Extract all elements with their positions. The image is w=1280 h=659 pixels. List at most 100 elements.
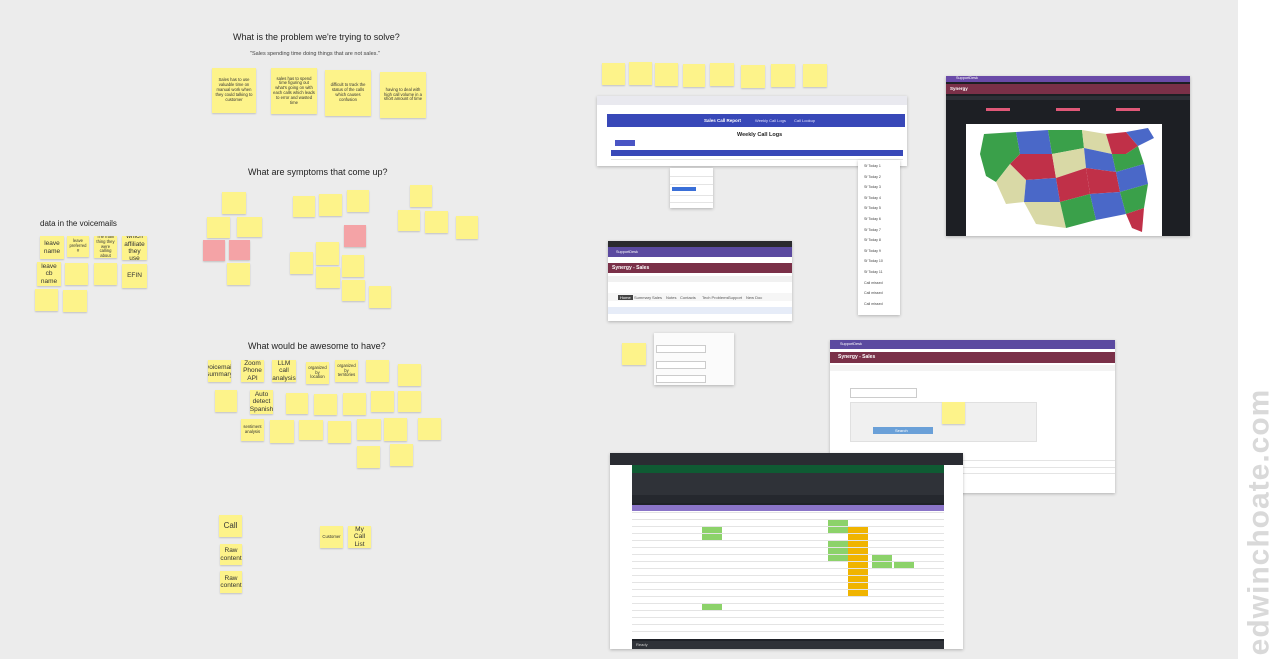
sticky-note[interactable]: [65, 263, 88, 285]
sticky-note[interactable]: [398, 210, 420, 231]
sticky-note[interactable]: leave preferred #: [67, 236, 89, 257]
sheet-highlight-cell[interactable]: [848, 590, 868, 596]
tab[interactable]: Notes: [666, 295, 677, 300]
sticky-note[interactable]: [425, 211, 448, 233]
sticky-note[interactable]: [94, 263, 117, 285]
sheet-highlight-cell[interactable]: [848, 562, 868, 568]
sticky-note[interactable]: [710, 63, 734, 86]
sheet-highlight-cell[interactable]: [848, 569, 868, 575]
sticky-note[interactable]: Raw content: [220, 571, 242, 593]
sticky-note[interactable]: LLM call analysis: [272, 360, 296, 382]
search-button[interactable]: Search: [873, 427, 933, 434]
sheet-highlight-cell[interactable]: [828, 520, 848, 526]
sticky-note[interactable]: [371, 391, 394, 412]
sticky-note[interactable]: [741, 65, 765, 88]
form-field[interactable]: [656, 375, 706, 383]
list-item[interactable]: Sf Today 7: [864, 227, 881, 232]
sticky-note[interactable]: [602, 63, 625, 85]
sticky-note[interactable]: [418, 418, 441, 440]
sticky-note[interactable]: [366, 360, 389, 382]
list-item[interactable]: Call missed: [864, 280, 883, 285]
tab[interactable]: Tech Problems: [702, 295, 729, 300]
form-field[interactable]: [656, 361, 706, 369]
sheet-highlight-cell[interactable]: [848, 548, 868, 554]
sticky-note[interactable]: sales has to spend time figuring out wha…: [271, 68, 317, 114]
list-item[interactable]: Sf Today 4: [864, 195, 881, 200]
sheet-highlight-cell[interactable]: [848, 583, 868, 589]
sticky-note[interactable]: [342, 280, 365, 301]
sticky-note[interactable]: [398, 364, 421, 386]
sticky-note[interactable]: [215, 390, 237, 412]
sticky-note[interactable]: [316, 267, 340, 288]
sticky-note-pink[interactable]: [203, 240, 225, 261]
sheet-highlight-cell[interactable]: [848, 534, 868, 540]
sheet-highlight-cell[interactable]: [848, 555, 868, 561]
sticky-note[interactable]: Call: [219, 515, 242, 537]
tab[interactable]: Sales: [652, 295, 663, 300]
tab[interactable]: Contacts: [680, 295, 696, 300]
sticky-note[interactable]: Raw content: [220, 544, 242, 565]
sticky-note[interactable]: [347, 190, 369, 212]
sticky-note[interactable]: [328, 421, 351, 443]
sticky-note[interactable]: My Call List: [348, 526, 371, 548]
sheet-highlight-cell[interactable]: [702, 527, 722, 533]
sticky-note[interactable]: [369, 286, 391, 308]
sheet-highlight-cell[interactable]: [848, 541, 868, 547]
list-item[interactable]: Sf Today 5: [864, 206, 881, 211]
sticky-note[interactable]: [237, 217, 262, 237]
action-list[interactable]: Sf Today 1 Sf Today 2 Sf Today 3 Sf Today 4…: [858, 160, 900, 315]
list-item[interactable]: Sf Today 3: [864, 185, 881, 190]
tab[interactable]: Home: [618, 295, 633, 300]
sticky-note[interactable]: [314, 394, 337, 415]
sticky-note[interactable]: leave cb name: [37, 262, 61, 286]
sticky-note[interactable]: [319, 194, 342, 216]
sticky-note[interactable]: [803, 64, 827, 87]
list-item[interactable]: Sf Today 10: [864, 259, 883, 264]
list-item[interactable]: Sf Today 1: [864, 164, 881, 168]
sheet-highlight-cell[interactable]: [828, 527, 848, 533]
selected-option[interactable]: [672, 187, 696, 191]
list-item[interactable]: Sf Today 2: [864, 174, 881, 179]
list-item[interactable]: Sf Today 9: [864, 248, 881, 253]
sheet-highlight-cell[interactable]: [872, 555, 892, 561]
sticky-note[interactable]: [357, 446, 380, 468]
sticky-note[interactable]: [290, 252, 313, 274]
sticky-note[interactable]: [63, 290, 87, 312]
sticky-note[interactable]: leave name: [40, 236, 64, 259]
sticky-note[interactable]: sentiment analysis: [241, 419, 264, 441]
sticky-note[interactable]: [207, 217, 230, 238]
sticky-note[interactable]: [293, 196, 315, 217]
list-item[interactable]: Call missed: [864, 291, 883, 296]
sticky-note[interactable]: [655, 63, 678, 86]
sticky-note[interactable]: [357, 419, 381, 440]
select-field[interactable]: [850, 388, 917, 398]
sticky-note[interactable]: [390, 444, 413, 466]
sticky-note[interactable]: [270, 420, 294, 443]
sticky-note[interactable]: [299, 420, 323, 440]
sticky-note[interactable]: [343, 393, 366, 415]
sticky-note[interactable]: [771, 64, 795, 87]
sheet-highlight-cell[interactable]: [828, 548, 848, 554]
sheet-highlight-cell[interactable]: [848, 527, 868, 533]
sticky-note[interactable]: [456, 216, 478, 239]
sticky-note-pink[interactable]: [229, 240, 250, 260]
sticky-note[interactable]: [942, 402, 965, 424]
sticky-note[interactable]: [683, 64, 705, 87]
sticky-note-pink[interactable]: [344, 225, 366, 247]
list-item[interactable]: Sf Today 6: [864, 217, 881, 221]
sticky-note[interactable]: EFIN: [122, 264, 147, 288]
sheet-highlight-cell[interactable]: [828, 541, 848, 547]
sticky-note[interactable]: voicemail summary: [208, 360, 231, 382]
list-item[interactable]: Call missed: [864, 301, 883, 306]
sticky-note[interactable]: Customer: [320, 526, 343, 548]
sticky-note[interactable]: which affiliate they use: [122, 236, 147, 260]
sheet-highlight-cell[interactable]: [872, 562, 892, 568]
sticky-note[interactable]: [342, 255, 364, 277]
list-item[interactable]: Sf Today 11: [864, 270, 883, 274]
sheet-highlight-cell[interactable]: [828, 555, 848, 561]
sticky-note[interactable]: The main thing they were calling about: [94, 236, 117, 258]
sticky-note[interactable]: Auto detect Spanish: [250, 390, 273, 414]
dropdown-list[interactable]: [670, 168, 713, 208]
form-field[interactable]: [656, 345, 706, 353]
sticky-note[interactable]: [410, 185, 432, 207]
